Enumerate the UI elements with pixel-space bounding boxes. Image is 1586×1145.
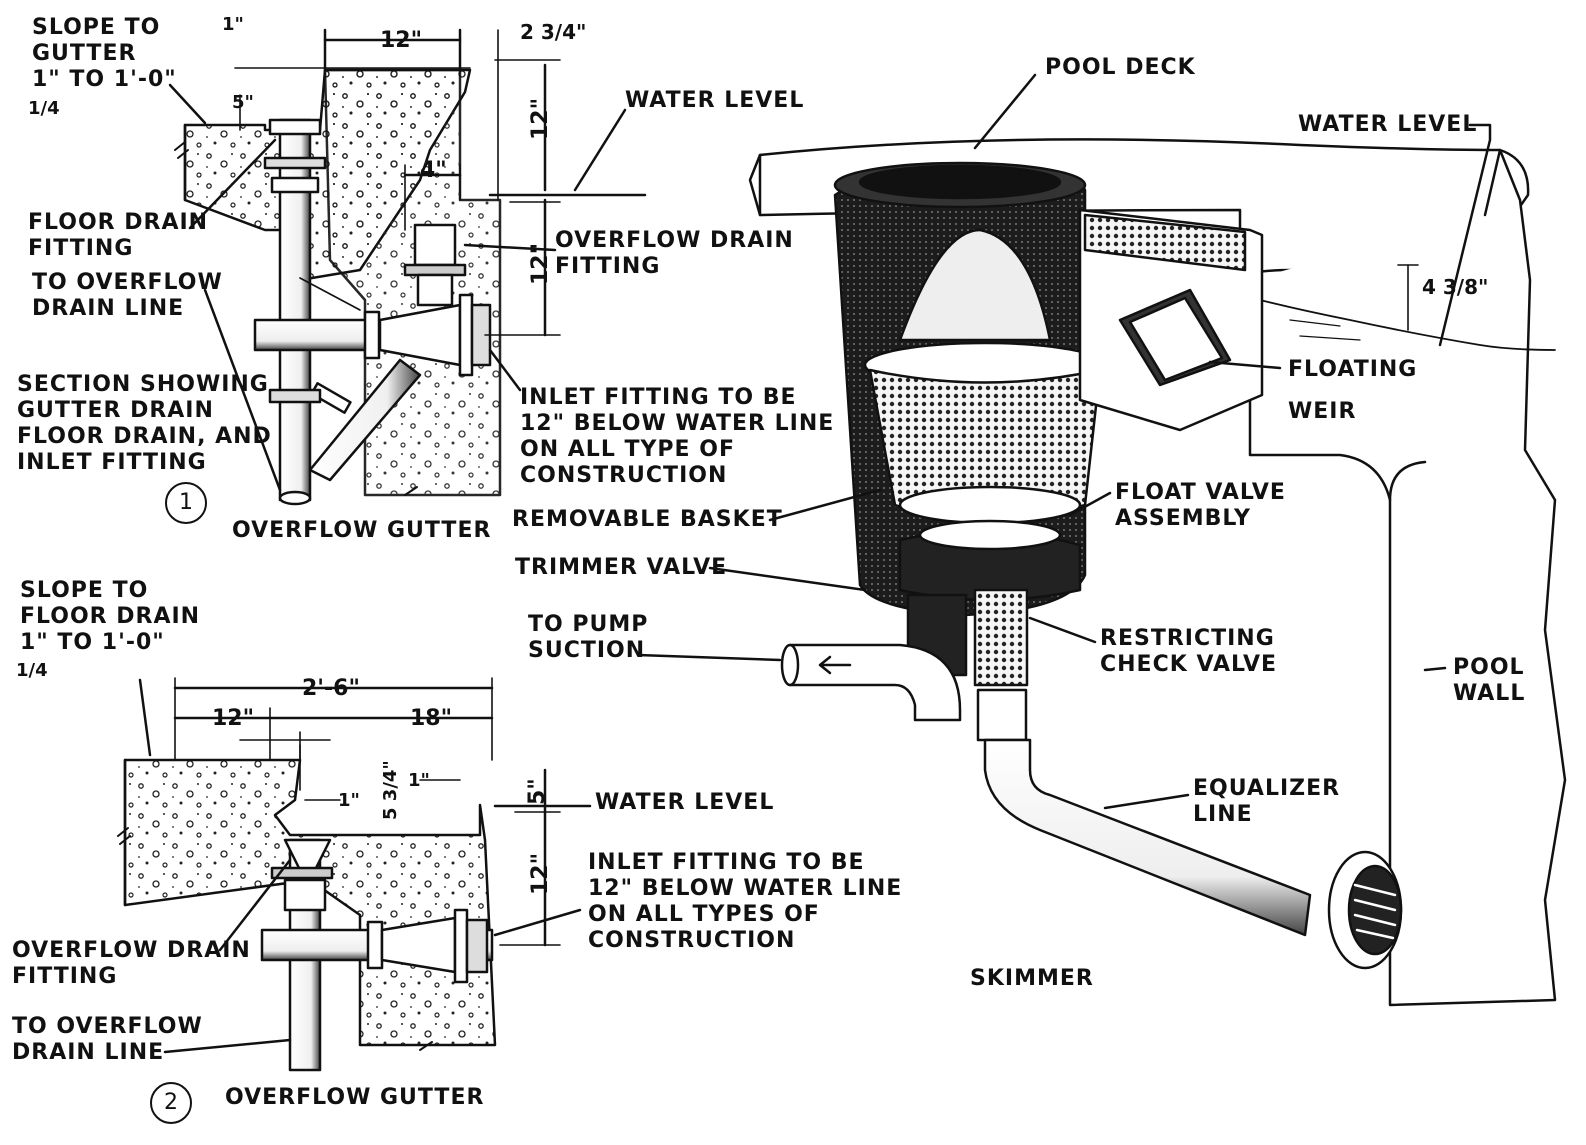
s1-dim-12: 12": [380, 28, 423, 53]
s1-dim-12-vertical-b: 12": [528, 242, 553, 285]
skimmer-removable-basket-label: REMOVABLE BASKET: [512, 507, 783, 532]
skimmer-drawing: [636, 73, 1567, 1007]
s2-dim-12-vertical: 12": [528, 852, 553, 895]
s2-dim-5: 5": [525, 778, 550, 805]
skimmer-dim-438: 4 3/8": [1422, 275, 1489, 299]
skimmer-title: SKIMMER: [970, 966, 1094, 991]
s2-number-badge: 2: [150, 1082, 192, 1124]
s2-dim-1: 1": [338, 790, 360, 811]
section-2-drawing: [117, 677, 592, 1072]
section-1-drawing: [168, 28, 647, 506]
s2-slope-fraction: 1/4: [16, 660, 48, 681]
s2-title: OVERFLOW GUTTER: [225, 1085, 485, 1110]
skimmer-trimmer-valve-label: TRIMMER VALVE: [515, 555, 728, 580]
s2-dim-534: 5 3/4": [380, 760, 401, 820]
s2-dim-12: 12": [212, 706, 255, 731]
s1-dim-234: 2 3/4": [520, 20, 587, 44]
skimmer-pool-deck-label: POOL DECK: [1045, 55, 1196, 80]
skimmer-water-level-label: WATER LEVEL: [1298, 112, 1478, 137]
s1-dim-5: 5": [232, 92, 254, 113]
s1-dim-4: 4": [420, 158, 447, 183]
s1-dim-14: 1": [222, 14, 244, 35]
s2-dim-14: 1": [408, 770, 430, 791]
s1-dim-12-vertical-a: 12": [528, 97, 553, 140]
s1-number-badge: 1: [165, 482, 207, 524]
s1-title: OVERFLOW GUTTER: [232, 518, 492, 543]
s1-water-level-label: WATER LEVEL: [625, 88, 805, 113]
s2-dim-26: 2'-6": [302, 676, 360, 701]
s1-slope-fraction: 1/4: [28, 98, 60, 119]
s2-water-level-label: WATER LEVEL: [595, 790, 775, 815]
s2-dim-18: 18": [410, 706, 453, 731]
